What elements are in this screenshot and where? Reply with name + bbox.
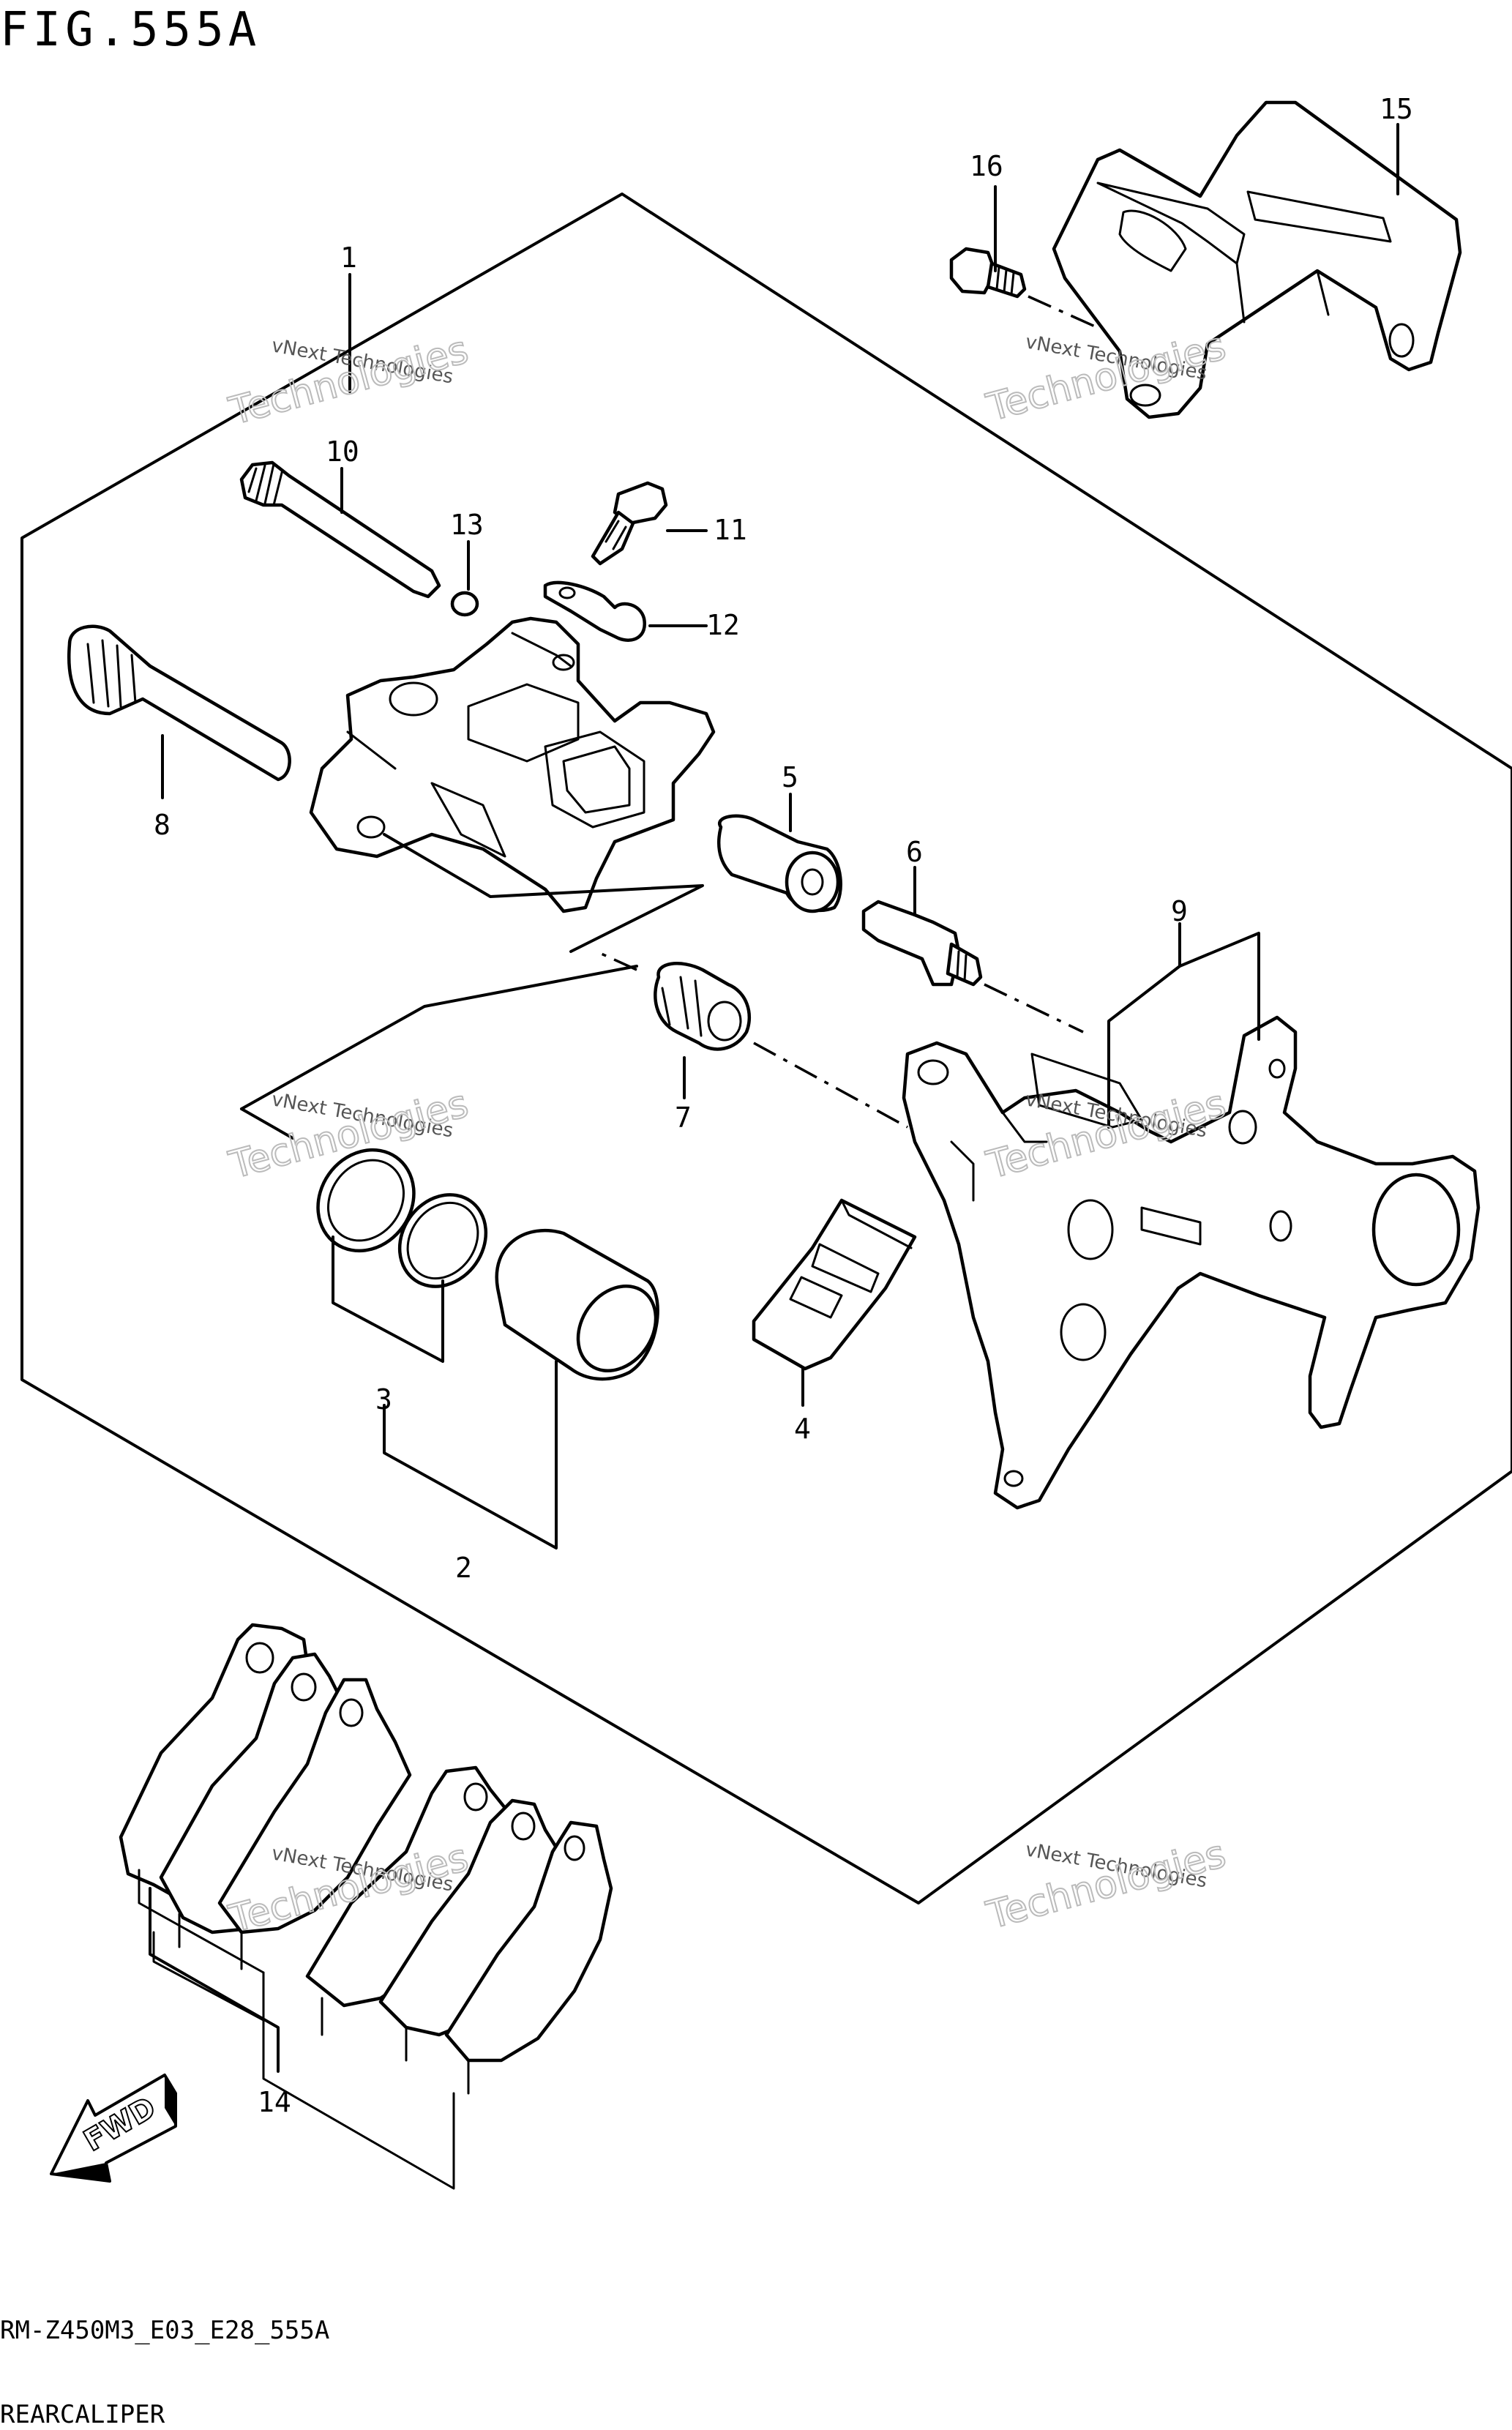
callout-10: 10 [326,435,359,468]
callout-12: 12 [706,609,740,641]
part-12-cap[interactable] [543,580,647,642]
leader-9b [1178,932,1260,1041]
callout-2: 2 [455,1552,472,1584]
part-2-piston[interactable] [495,1229,672,1386]
callout-7: 7 [675,1102,692,1134]
callout-8: 8 [154,809,171,841]
fwd-arrow-icon: FWD [50,2074,177,2183]
figure-code: RM-Z450M3_E03_E28_555A [0,2316,329,2345]
part-9-axle-bracket[interactable] [902,1015,1481,1510]
part-15-bracket[interactable] [1052,100,1462,419]
callout-6: 6 [906,836,923,868]
watermark-6: vNext Technologies Technologies [981,1831,1231,1939]
part-13-o-ring[interactable] [450,591,479,617]
part-8-slide-bolt[interactable] [67,624,291,782]
callout-3: 3 [375,1383,392,1416]
part-4-pad-spring[interactable] [752,1198,917,1371]
part-5-sleeve[interactable] [716,814,842,913]
callout-1: 1 [340,242,357,274]
leader-16 [1028,295,1102,331]
part-6-pin[interactable] [861,900,983,987]
leader-3 [332,1235,444,1363]
leader-seals-group [240,965,638,1110]
figure-title: FIG.555A [0,3,261,57]
callout-4: 4 [794,1413,811,1445]
callout-5: 5 [782,761,798,793]
leader-seals-tip [240,1107,294,1140]
part-16-bolt[interactable] [949,247,1027,299]
leader-7 [753,1042,908,1129]
leader-2 [383,1360,558,1549]
leader-14 [149,1887,280,2073]
callout-16: 16 [970,150,1003,182]
callout-9: 9 [1171,895,1188,927]
callout-14: 14 [258,2086,291,2118]
callout-11: 11 [714,514,747,546]
leader-6 [984,983,1084,1033]
assembly-outline [20,192,1512,1904]
watermark-2: vNext Technologies Technologies [981,324,1231,431]
callout-13: 13 [450,509,484,541]
part-14-brake-pads[interactable] [119,1623,613,2190]
caliper-body[interactable] [309,616,716,913]
part-7-boot[interactable] [654,962,751,1051]
leader-caliper [383,833,704,953]
part-11-bleeder[interactable] [591,481,668,566]
part-10-slide-pin[interactable] [239,460,441,599]
callout-15: 15 [1380,93,1413,125]
part-3-seals[interactable] [299,1131,504,1303]
figure-name: REARCALIPER [0,2400,165,2429]
